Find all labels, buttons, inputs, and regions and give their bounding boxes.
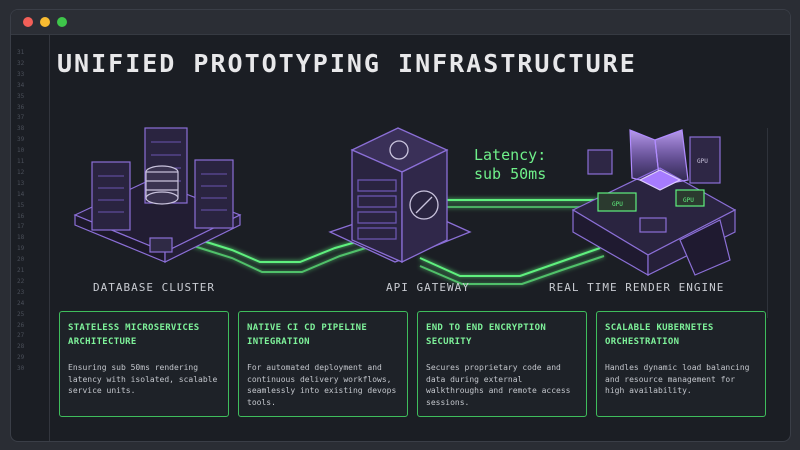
line-number: 23 — [17, 288, 25, 296]
line-number: 22 — [17, 277, 25, 285]
line-number: 16 — [17, 212, 25, 220]
feature-card: STATELESS MICROSERVICES ARCHITECTURE Ens… — [59, 311, 229, 417]
latency-label: Latency: — [474, 146, 547, 164]
database-cluster-label: DATABASE CLUSTER — [93, 281, 215, 294]
line-number: 35 — [17, 92, 25, 100]
latency-annotation: Latency: sub 50ms — [474, 146, 546, 184]
close-window-button[interactable] — [23, 17, 33, 27]
line-number: 33 — [17, 70, 25, 78]
line-number: 15 — [17, 201, 25, 209]
feature-card-title: STATELESS MICROSERVICES ARCHITECTURE — [68, 323, 200, 347]
feature-card-title: SCALABLE KUBERNETES ORCHESTRATION — [605, 323, 714, 347]
line-number: 11 — [17, 158, 25, 165]
feature-card-title: NATIVE CI CD PIPELINE INTEGRATION — [247, 323, 368, 347]
api-gateway-illustration — [328, 127, 472, 264]
line-number: 32 — [17, 59, 25, 67]
line-number: 27 — [17, 332, 25, 340]
render-engine-illustration — [571, 129, 737, 277]
gpu-chip-label: GPU — [683, 197, 694, 204]
feature-card: END TO END ENCRYPTION SECURITY Secures p… — [417, 311, 587, 417]
line-number: 21 — [17, 267, 25, 274]
gpu-chip-label: GPU — [612, 201, 623, 208]
line-number: 38 — [17, 125, 25, 133]
line-number: 36 — [17, 103, 25, 111]
feature-card-text: Ensuring sub 50ms rendering latency with… — [68, 363, 218, 395]
feature-card-text: For automated deployment and continuous … — [247, 363, 397, 407]
line-number: 20 — [17, 256, 25, 264]
line-number: 31 — [17, 49, 25, 56]
page-title: UNIFIED PROTOTYPING INFRASTRUCTURE — [57, 49, 637, 78]
feature-card-text: Secures proprietary code and data during… — [426, 363, 571, 407]
feature-card: SCALABLE KUBERNETES ORCHESTRATION Handle… — [596, 311, 766, 417]
latency-value: sub 50ms — [474, 165, 547, 183]
line-number: 37 — [17, 114, 25, 122]
line-number: 24 — [17, 299, 25, 307]
line-number-gutter: 31 32 33 34 35 36 37 38 39 10 11 12 13 14 15 16 17 18 19 20… — [11, 35, 50, 441]
line-number: 17 — [17, 223, 25, 231]
connection-pipes — [164, 199, 605, 285]
api-gateway-label: API GATEWAY — [386, 281, 470, 294]
feature-card-title: END TO END ENCRYPTION SECURITY — [426, 323, 547, 347]
feature-card: NATIVE CI CD PIPELINE INTEGRATION For au… — [238, 311, 408, 417]
line-number: 12 — [17, 168, 25, 176]
line-number: 18 — [17, 234, 25, 242]
maximize-window-button[interactable] — [57, 17, 67, 27]
line-number: 34 — [17, 81, 25, 89]
database-cluster-illustration — [73, 127, 242, 263]
feature-card-text: Handles dynamic load balancing and resou… — [605, 363, 750, 395]
gpu-chip-label: GPU — [697, 158, 708, 165]
line-number: 29 — [17, 354, 25, 362]
line-number: 13 — [17, 179, 25, 187]
right-border-line — [767, 128, 768, 318]
line-number: 25 — [17, 310, 25, 318]
line-number: 14 — [17, 190, 25, 198]
line-number: 26 — [17, 321, 25, 329]
title-bar — [11, 10, 790, 35]
line-number: 39 — [17, 136, 25, 144]
line-number: 28 — [17, 343, 25, 351]
line-number: 30 — [17, 365, 25, 373]
minimize-window-button[interactable] — [40, 17, 50, 27]
render-engine-label: REAL TIME RENDER ENGINE — [549, 281, 725, 294]
line-number: 19 — [17, 245, 25, 253]
line-number: 10 — [17, 147, 25, 155]
